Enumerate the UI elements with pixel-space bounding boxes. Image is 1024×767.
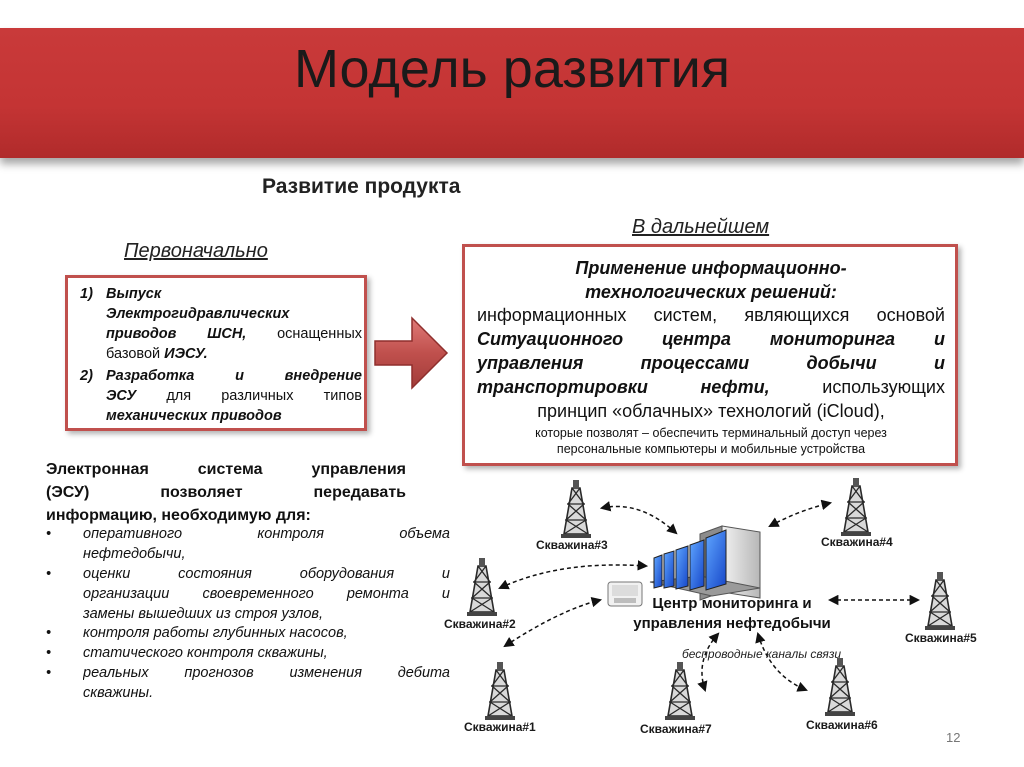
bullet-marker: • [46,526,52,542]
initially-heading: Первоначально [124,240,268,262]
link-well-6 [755,631,808,692]
bullet-line: скважины. [83,685,154,701]
well-label-3: Скважина#3 [536,538,608,552]
oil-rig-icon [484,661,516,721]
esu-line: Электронная система управления [46,461,406,478]
well-label-7: Скважина#7 [640,722,712,736]
link-well-2 [498,560,649,590]
slide-title: Модель развития [293,39,731,99]
link-well-1 [503,596,603,648]
section-subtitle: Развитие продукта [262,175,461,198]
item-line: ЭСУ для различных типов [106,388,362,404]
item-number: 1) [80,286,93,302]
later-stage-box: Применение информационно- технологически… [462,244,958,466]
bullet-line: нефтедобычи, [83,546,186,562]
later-line: Ситуационного центра мониторинга и [477,329,945,349]
transition-arrow [374,316,449,390]
later-line: принцип «облачных» технологий (iCloud), [537,401,885,421]
bullet-line: контроля работы глубинных насосов, [83,625,348,641]
wireless-channels-label: беспроводные каналы связи [682,647,842,661]
initial-stage-box: 1) Выпуск Электрогидравлических приводов… [65,275,367,431]
title-banner [0,28,1024,158]
link-well-7 [697,632,720,692]
esu-line: (ЭСУ) позволяет передавать [46,484,406,501]
later-line-small: которые позволят – обеспечить терминальн… [535,426,887,440]
later-line-small: персональные компьютеры и мобильные устр… [556,442,866,456]
center-label-line: управления нефтедобычи [633,615,831,632]
monitoring-center-icon [649,525,761,601]
initial-item-2: 2) Разработка и внедрение ЭСУ для различ… [80,366,362,426]
bullet-line: оценки состояния оборудования и [83,566,450,582]
well-label-6: Скважина#6 [806,718,878,732]
bullet-marker: • [46,566,52,582]
wireless-links [498,499,921,692]
link-well-4 [768,499,833,527]
item-line: базовой ИЭСУ. [106,346,208,362]
later-line: управления процессами добычи и [477,353,945,373]
item-line: механических приводов [106,408,282,424]
item-line: приводов ШСН, оснащенных [106,326,362,342]
initial-item-1: 1) Выпуск Электрогидравлических приводов… [80,284,362,364]
later-line: Применение информационно- [575,258,847,278]
well-label-1: Скважина#1 [464,720,536,734]
bullet-line: замены вышедших из строя узлов, [83,606,323,622]
later-line: информационных систем, являющихся осново… [477,305,945,325]
bullet-marker: • [46,645,52,661]
page-number: 12 [946,730,961,745]
link-well-3 [599,501,678,535]
monitoring-center-label: Центр мониторинга и управления нефтедобы… [622,594,842,634]
well-label-2: Скважина#2 [444,617,516,631]
esu-description: Электронная система управления (ЭСУ) поз… [46,458,406,527]
item-line: Электрогидравлических [106,306,290,322]
bullet-line: организации своевременного ремонта и [83,586,450,602]
bullet-line: реальных прогнозов изменения дебита [83,665,450,681]
later-line: технологических решений: [585,282,837,302]
oil-rig-icon [664,661,696,721]
esu-line: информацию, необходимую для: [46,507,311,524]
oil-rig-icon [466,557,498,617]
bullet-line: статического контроля скважины, [83,645,328,661]
item-number: 2) [80,368,93,384]
item-line: Разработка и внедрение [106,368,362,384]
well-label-4: Скважина#4 [821,535,893,549]
well-label-5: Скважина#5 [905,631,977,645]
bullet-marker: • [46,665,52,681]
center-label-line: Центр мониторинга и [652,595,812,612]
later-line: транспортировки нефти, использующих [477,377,945,397]
oil-rig-icon [560,479,592,539]
oil-rig-icon [924,571,956,631]
bullet-line: оперативного контроля объема [83,526,450,542]
oil-rig-icon [840,477,872,537]
oil-rig-icon [824,657,856,717]
item-line: Выпуск [106,286,162,302]
bullet-marker: • [46,625,52,641]
later-heading: В дальнейшем [632,216,770,238]
